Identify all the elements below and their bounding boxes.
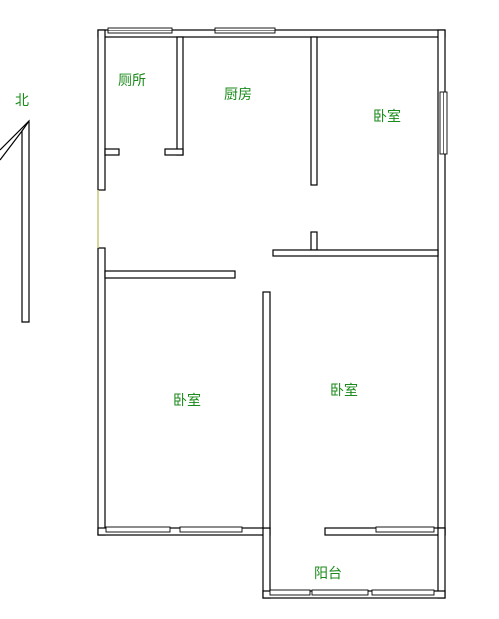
room-label-bedroom-sw: 卧室 bbox=[173, 392, 201, 409]
room-label-toilet: 厕所 bbox=[118, 73, 146, 89]
north-label: 北 bbox=[15, 93, 29, 109]
room-label-kitchen: 厨房 bbox=[224, 87, 252, 103]
interior-walls bbox=[104, 36, 439, 529]
windows bbox=[105, 27, 448, 596]
room-label-balcony: 阳台 bbox=[314, 566, 342, 582]
north-arrow: 北 bbox=[0, 93, 30, 323]
room-label-bedroom-ne: 卧室 bbox=[373, 108, 401, 125]
room-label-bedroom-se: 卧室 bbox=[330, 382, 358, 399]
